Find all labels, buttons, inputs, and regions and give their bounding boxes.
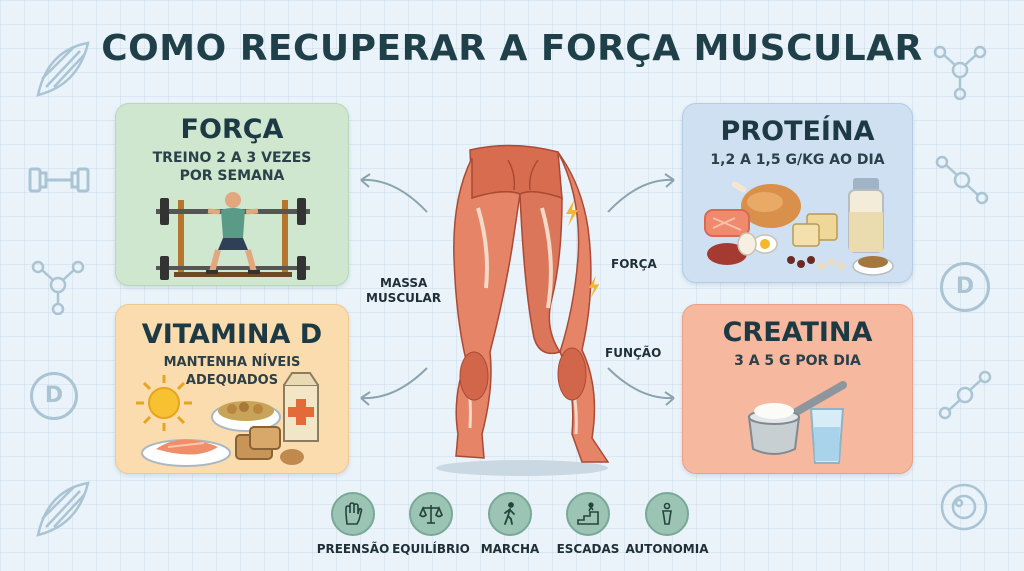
page-title: COMO RECUPERAR A FORÇA MUSCULAR bbox=[101, 28, 923, 69]
molecule-icon bbox=[933, 45, 987, 100]
function-label-stairs: ESCADAS bbox=[556, 542, 620, 556]
molecule-icon bbox=[31, 260, 85, 315]
protein-foods-illustration bbox=[704, 178, 894, 276]
strength-card-line1: TREINO 2 A 3 VEZES bbox=[152, 150, 312, 166]
squat-barbell-illustration bbox=[156, 192, 310, 280]
vitamin-d-card-subtitle: MANTENHA NÍVEIS ADEQUADOS bbox=[163, 355, 301, 388]
person-icon bbox=[662, 502, 672, 525]
lightning-icon bbox=[588, 275, 600, 299]
creatine-card-title: CREATINA bbox=[722, 317, 873, 348]
dumbbell-icon bbox=[28, 167, 90, 193]
walking-icon bbox=[504, 502, 515, 525]
stairs-icon-circle bbox=[566, 492, 610, 536]
function-label-autonomy: AUTONOMIA bbox=[625, 542, 709, 556]
vitamin-d-card-title: VITAMINA D bbox=[141, 319, 323, 350]
function-label-grip: PREENSÃO bbox=[316, 542, 390, 556]
hand-icon bbox=[345, 502, 363, 525]
stairs-icon bbox=[577, 502, 599, 525]
arrow-to-protein-icon bbox=[607, 173, 675, 213]
molecule-icon bbox=[938, 370, 992, 420]
creatine-card-subtitle: 3 A 5 G POR DIA bbox=[734, 353, 861, 369]
vitamin-d-icon: D bbox=[30, 372, 78, 420]
arrow-to-vitamin-icon bbox=[360, 367, 428, 406]
muscle-mass-label-line2: MUSCULAR bbox=[366, 291, 442, 305]
creatine-card: CREATINA 3 A 5 G POR DIA bbox=[682, 304, 913, 474]
muscle-mass-label-line1: MASSA bbox=[380, 276, 428, 290]
gait-icon-circle bbox=[488, 492, 532, 536]
muscle-fiber-icon bbox=[36, 41, 90, 97]
vitamin-d-icon: D bbox=[940, 262, 990, 312]
arrow-to-strength-icon bbox=[360, 173, 428, 213]
function-label-balance: EQUILÍBRIO bbox=[392, 542, 470, 556]
grip-icon-circle bbox=[331, 492, 375, 536]
molecule-icon bbox=[935, 155, 989, 205]
strength-card: FORÇA TREINO 2 A 3 VEZES POR SEMANA bbox=[115, 103, 349, 286]
function-label: FUNÇÃO bbox=[605, 346, 662, 360]
protein-card-title: PROTEÍNA bbox=[720, 116, 875, 147]
cell-icon bbox=[940, 483, 988, 531]
protein-card: PROTEÍNA 1,2 A 1,5 G/KG AO DIA bbox=[682, 103, 913, 283]
strength-label: FORÇA bbox=[611, 257, 657, 271]
autonomy-icon-circle bbox=[645, 492, 689, 536]
strength-card-line2: POR SEMANA bbox=[179, 168, 285, 184]
muscle-fiber-icon bbox=[36, 481, 90, 537]
vitamin-d-foods-illustration bbox=[136, 372, 319, 467]
creatine-scoop-illustration bbox=[747, 381, 847, 464]
balance-icon-circle bbox=[409, 492, 453, 536]
protein-card-subtitle: 1,2 A 1,5 G/KG AO DIA bbox=[710, 152, 885, 168]
arrow-to-creatine-icon bbox=[607, 367, 675, 406]
lightning-icon bbox=[566, 200, 578, 226]
leg-muscles-illustration bbox=[436, 144, 610, 476]
scale-icon bbox=[419, 505, 443, 524]
strength-card-title: FORÇA bbox=[180, 114, 284, 145]
function-label-gait: MARCHA bbox=[480, 542, 540, 556]
vitamin-d-card: VITAMINA D MANTENHA NÍVEIS ADEQUADOS bbox=[115, 304, 349, 474]
